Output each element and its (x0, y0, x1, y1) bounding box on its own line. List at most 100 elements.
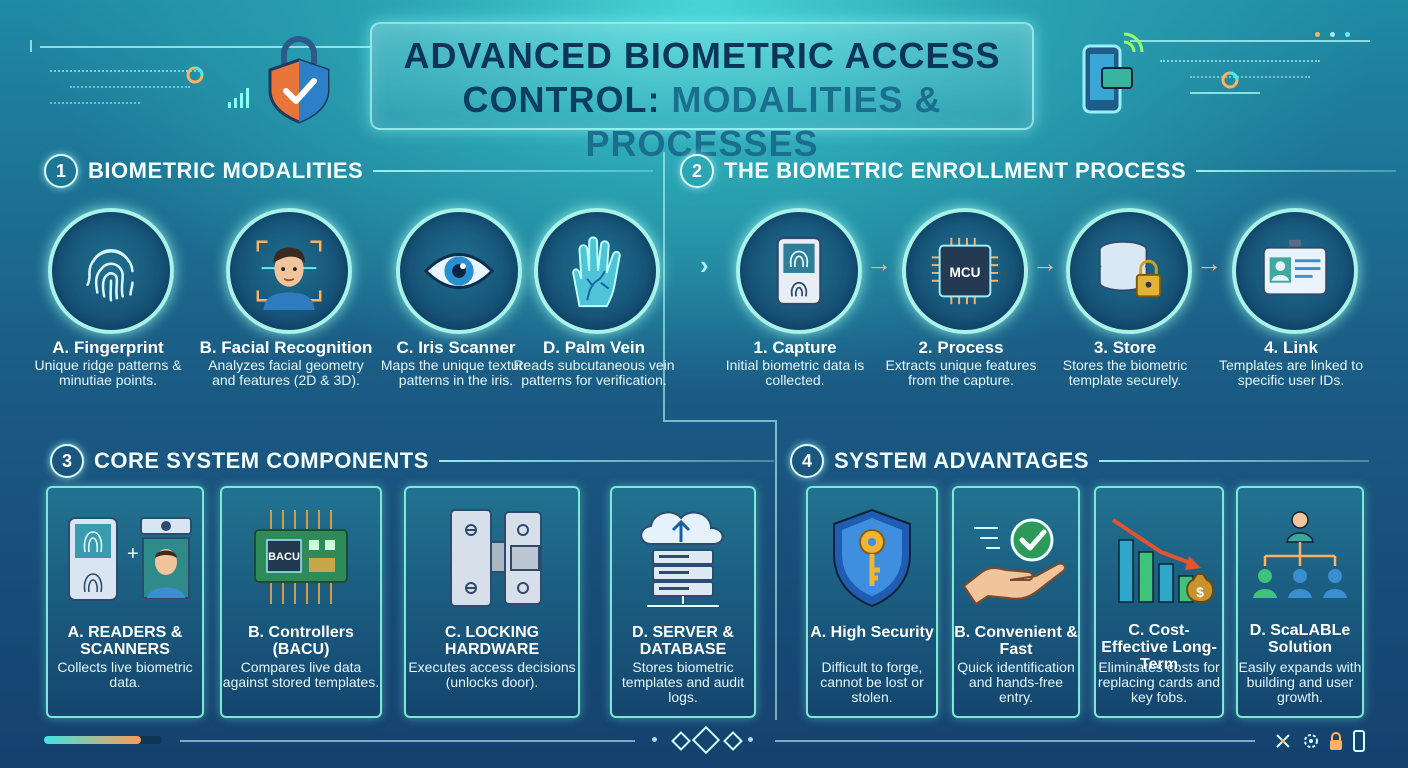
modality-facial: B. Facial Recognition Analyzes facial ge… (196, 338, 376, 388)
advantage-desc: Quick identification and hands-free entr… (957, 659, 1075, 705)
palm-icon (572, 236, 621, 308)
section-modalities-header: 1 BIOMETRIC MODALITIES (44, 154, 654, 188)
modality-desc: Unique ridge patterns & minutiae points. (34, 357, 182, 388)
link-circle (1232, 208, 1358, 334)
advantage-title: B. Convenient & Fast (954, 624, 1078, 658)
fingerprint-circle (48, 208, 174, 334)
hand-check-icon (962, 518, 1066, 606)
component-card-locking: C. LOCKING HARDWARE Executes access deci… (404, 486, 580, 718)
process-capture: 1. Capture Initial biometric data is col… (705, 338, 885, 388)
section-title: SYSTEM ADVANTAGES (834, 448, 1090, 473)
footer-rule-right (775, 740, 1255, 742)
modality-desc: Maps the unique texture patterns in the … (380, 357, 532, 388)
svg-text:+: + (127, 543, 139, 565)
section-title: THE BIOMETRIC ENROLLMENT PROCESS (724, 158, 1187, 183)
component-title: B. Controllers (BACU) (248, 624, 354, 658)
advantage-card-scalable: D. ScaLABLe Solution Easily expands with… (1236, 486, 1364, 718)
advantage-card-security: A. High Security Difficult to forge, can… (806, 486, 938, 718)
store-circle (1066, 208, 1192, 334)
section-advantages-header: 4 SYSTEM ADVANTAGES (790, 444, 1370, 478)
section-rule (373, 170, 654, 172)
component-card-server: D. SERVER & DATABASE Stores biometric te… (610, 486, 756, 718)
advantage-card-convenient: B. Convenient & Fast Quick identificatio… (952, 486, 1080, 718)
modality-desc: Analyzes facial geometry and features (2… (208, 357, 364, 388)
advantage-title: D. ScaLABLe Solution (1249, 622, 1351, 656)
component-desc: Compares live data against stored templa… (222, 659, 380, 690)
advantage-desc: Difficult to forge, cannot be lost or st… (820, 659, 924, 705)
ring-icon (186, 66, 204, 84)
component-desc: Stores biometric templates and audit log… (621, 659, 745, 705)
process-link: 4. Link Templates are linked to specific… (1201, 338, 1381, 388)
face-circle (226, 208, 352, 334)
network-icon (1276, 734, 1290, 748)
gear-icon (1304, 734, 1318, 748)
id-card-icon (1262, 239, 1328, 296)
ring-icon-right (1221, 71, 1239, 89)
section-title: BIOMETRIC MODALITIES (88, 158, 364, 183)
advantage-desc: Eliminates costs for replacing cards and… (1097, 659, 1221, 705)
modality-palm: D. Palm Vein Reads subcutaneous vein pat… (504, 338, 684, 388)
modality-fingerprint: A. Fingerprint Unique ridge patterns & m… (18, 338, 198, 388)
cost-chart-icon: $ (1111, 518, 1214, 604)
modality-desc: Reads subcutaneous vein patterns for ver… (513, 357, 675, 388)
divider-diagonal (665, 420, 775, 422)
footer-deco-center (648, 725, 758, 755)
header-left-deco (30, 40, 370, 120)
footer-icons (1274, 730, 1374, 752)
process-store: 3. Store Stores the biometric template s… (1035, 338, 1215, 388)
database-lock-icon (1098, 240, 1162, 298)
component-card-controllers: BACU B. Controllers (BACU) Compares live… (220, 486, 382, 718)
advantage-title: C. Cost-Effective Long-Term (1101, 622, 1217, 673)
chip-label: MCU (949, 265, 980, 280)
phone-small-icon (1353, 730, 1365, 752)
process-desc: Templates are linked to specific user ID… (1219, 357, 1363, 388)
flow-arrow-1: → (866, 248, 892, 278)
section-rule (438, 460, 774, 462)
flow-arrow-2: → (1032, 248, 1058, 278)
process-desc: Extracts unique features from the captur… (885, 357, 1037, 388)
iris-circle (396, 208, 522, 334)
process-process: 2. Process Extracts unique features from… (871, 338, 1051, 388)
chip-icon: MCU (931, 237, 999, 305)
phone-wireless-icon (1082, 32, 1144, 114)
component-title: D. SERVER & DATABASE (632, 624, 734, 658)
process-label: 4. Link (1264, 338, 1318, 357)
palm-circle (534, 208, 660, 334)
flow-arrow-3: → (1196, 248, 1222, 278)
divider-vertical (663, 152, 665, 422)
cloud-server-icon (640, 511, 724, 607)
page-title-line2: CONTROL: MODALITIES & PROCESSES (372, 78, 1032, 166)
section-number: 1 (44, 154, 78, 188)
section-rule (1099, 460, 1370, 462)
scanner-icon (776, 236, 822, 306)
footer-rule-left (180, 740, 635, 742)
advantage-desc: Easily expands with building and user gr… (1238, 659, 1362, 705)
modality-label: B. Facial Recognition (199, 338, 373, 357)
shield-lock-icon (268, 36, 330, 124)
modality-label: A. Fingerprint (52, 338, 164, 357)
modality-label: C. Iris Scanner (396, 338, 516, 357)
component-desc: Collects live biometric data. (57, 659, 193, 690)
section-components-header: 3 CORE SYSTEM COMPONENTS (50, 444, 774, 478)
process-label: 2. Process (918, 338, 1004, 357)
fingerprint-icon (86, 248, 134, 302)
section-number: 3 (50, 444, 84, 478)
process-label: 3. Store (1093, 338, 1157, 357)
flow-arrow-start: › (700, 250, 709, 280)
component-card-readers: + A. READERS & SCANNERS Collects live bi… (46, 486, 204, 718)
lock-small-icon (1330, 732, 1342, 750)
header-right-deco (1040, 30, 1385, 120)
org-chart-icon (1253, 511, 1347, 598)
capture-circle (736, 208, 862, 334)
section-number: 2 (680, 154, 714, 188)
component-title: A. READERS & SCANNERS (67, 624, 183, 658)
svg-text:$: $ (1196, 584, 1204, 600)
process-label: 1. Capture (753, 338, 837, 357)
face-icon (256, 240, 322, 310)
circuit-board-icon: BACU (254, 510, 348, 604)
component-desc: Executes access decisions (unlocks door)… (408, 659, 576, 690)
section-number: 4 (790, 444, 824, 478)
component-title: C. LOCKING HARDWARE (444, 624, 540, 658)
process-desc: Stores the biometric template securely. (1062, 357, 1188, 388)
shield-key-icon (833, 508, 911, 608)
